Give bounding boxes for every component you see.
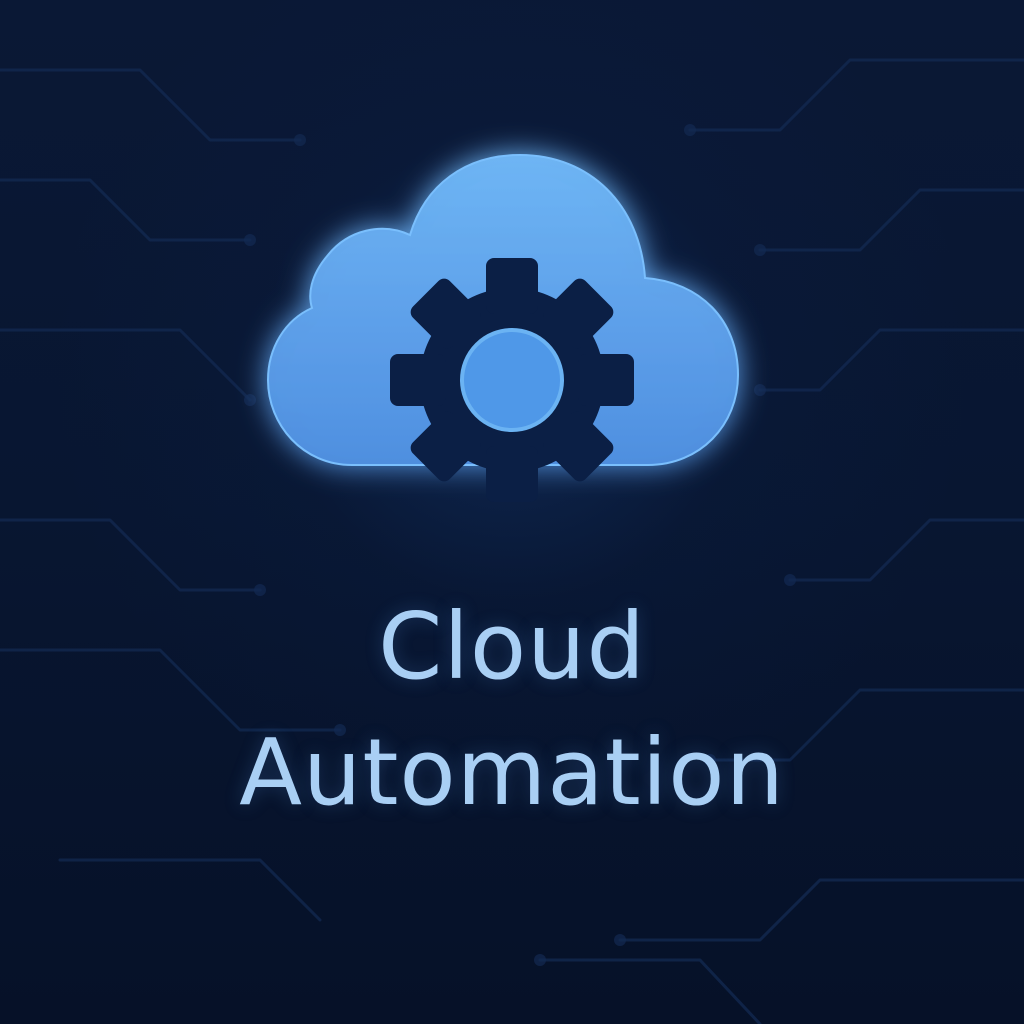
cloud-gear-icon [266, 153, 740, 502]
page-title-line-2: Automation [239, 719, 785, 826]
gear-icon [390, 258, 634, 502]
page-title-line-1: Cloud [378, 593, 646, 700]
gear-hub [460, 328, 564, 432]
